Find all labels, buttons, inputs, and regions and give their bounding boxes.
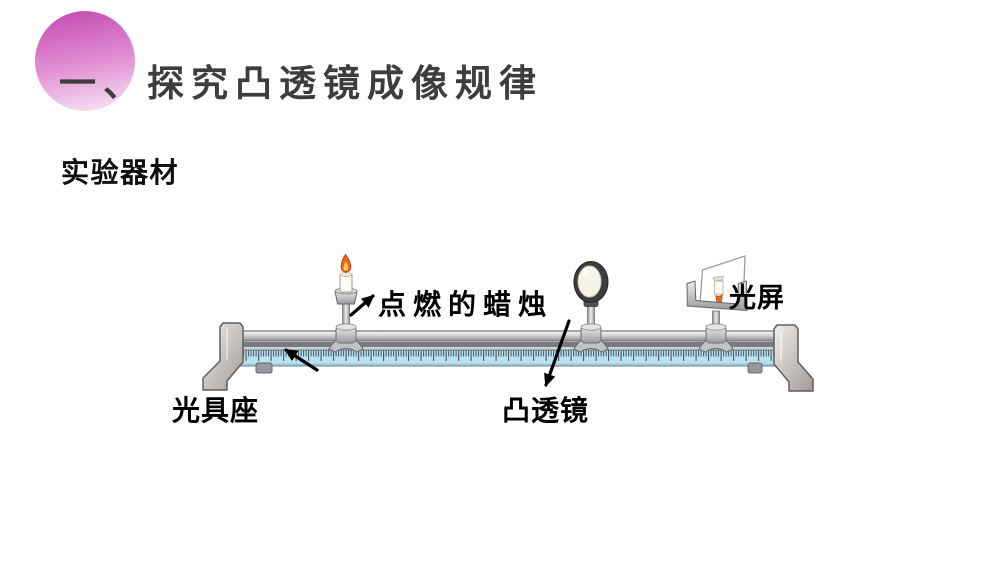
title-accent-circle bbox=[35, 11, 135, 111]
candle-label: 点燃的蜡烛 bbox=[378, 289, 554, 320]
section-label: 实验器材 bbox=[61, 157, 180, 188]
bench-arrow-icon bbox=[284, 348, 319, 372]
bench-left-foot bbox=[202, 322, 244, 391]
annotation-arrows bbox=[284, 294, 571, 387]
candle-arrow-icon bbox=[349, 294, 375, 317]
bench-icon bbox=[202, 322, 814, 392]
rider-clamps bbox=[328, 323, 734, 353]
ruler-scale bbox=[232, 349, 788, 367]
lens-label: 凸透镜 bbox=[502, 395, 590, 426]
lens-arrow-icon bbox=[544, 319, 571, 387]
screen-label: 光屏 bbox=[729, 283, 785, 313]
lens-icon bbox=[573, 261, 609, 329]
flame-icon bbox=[340, 253, 352, 273]
bench-label: 光具座 bbox=[172, 395, 260, 426]
slide-title: 一、探究凸透镜成像规律 bbox=[59, 63, 543, 104]
candle-icon bbox=[334, 253, 358, 330]
screen-icon bbox=[686, 255, 748, 330]
bench-right-foot bbox=[773, 324, 814, 392]
